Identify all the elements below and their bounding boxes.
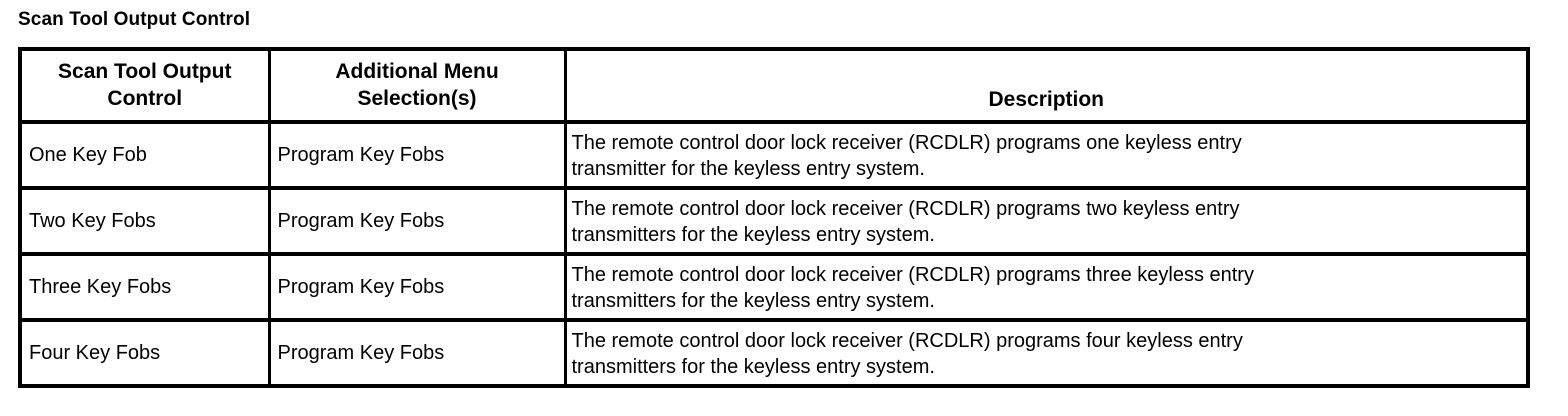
header-label-group: Scan Tool Output Control — [22, 51, 268, 120]
description-line-2: transmitter for the keyless entry system… — [571, 157, 925, 180]
description-text: The remote control door lock receiver (R… — [567, 127, 1527, 184]
control-label: Four Key Fobs — [29, 342, 161, 364]
description-line-2: transmitters for the keyless entry syste… — [571, 223, 935, 246]
table-row: Three Key Fobs Program Key Fobs The remo… — [20, 252, 1528, 322]
menu-label: Program Key Fobs — [277, 276, 445, 298]
table-row: Four Key Fobs Program Key Fobs The remot… — [20, 318, 1528, 388]
description-line-2: transmitters for the keyless entry syste… — [571, 355, 935, 378]
menu-label: Program Key Fobs — [277, 210, 445, 232]
description-text: The remote control door lock receiver (R… — [567, 193, 1527, 250]
table-header-row: Scan Tool Output Control Additional Menu… — [20, 49, 1528, 124]
cell-menu-selection: Program Key Fobs — [267, 120, 567, 190]
menu-label: Program Key Fobs — [277, 342, 445, 364]
header-line-2: Control — [107, 87, 183, 110]
description-text: The remote control door lock receiver (R… — [567, 259, 1527, 316]
table-row: Two Key Fobs Program Key Fobs The remote… — [20, 186, 1528, 256]
header-cell-description: Description — [563, 49, 1528, 124]
cell-control: One Key Fob — [20, 120, 271, 190]
cell-menu-selection: Program Key Fobs — [267, 186, 567, 256]
menu-label: Program Key Fobs — [277, 144, 445, 166]
table-row: One Key Fob Program Key Fobs The remote … — [20, 120, 1528, 190]
description-line-1: The remote control door lock receiver (R… — [571, 263, 1254, 286]
description-text: The remote control door lock receiver (R… — [567, 325, 1527, 382]
description-line-1: The remote control door lock receiver (R… — [571, 329, 1243, 352]
spec-table-container: Scan Tool Output Control Additional Menu… — [18, 47, 1530, 388]
cell-description: The remote control door lock receiver (R… — [563, 186, 1528, 256]
header-cell-scan-tool-output-control: Scan Tool Output Control — [20, 49, 271, 124]
cell-menu-selection: Program Key Fobs — [267, 318, 567, 388]
description-line-1: The remote control door lock receiver (R… — [571, 131, 1242, 154]
cell-description: The remote control door lock receiver (R… — [563, 318, 1528, 388]
control-label: Three Key Fobs — [29, 276, 172, 298]
control-label: One Key Fob — [29, 144, 147, 166]
header-line-2: Selection(s) — [357, 87, 477, 110]
cell-control: Two Key Fobs — [20, 186, 271, 256]
scan-tool-output-control-table: Scan Tool Output Control Additional Menu… — [18, 47, 1530, 388]
header-cell-additional-menu-selections: Additional Menu Selection(s) — [267, 49, 567, 124]
description-line-1: The remote control door lock receiver (R… — [571, 197, 1240, 220]
header-label-group: Additional Menu Selection(s) — [271, 51, 564, 120]
header-line-1: Scan Tool Output — [58, 60, 232, 83]
control-label: Two Key Fobs — [29, 210, 156, 232]
description-line-2: transmitters for the keyless entry syste… — [571, 289, 935, 312]
cell-control: Three Key Fobs — [20, 252, 271, 322]
cell-description: The remote control door lock receiver (R… — [563, 252, 1528, 322]
cell-description: The remote control door lock receiver (R… — [563, 120, 1528, 190]
header-label-description: Description — [988, 88, 1105, 111]
cell-menu-selection: Program Key Fobs — [267, 252, 567, 322]
cell-control: Four Key Fobs — [20, 318, 271, 388]
table-caption: Scan Tool Output Control — [18, 9, 251, 30]
header-line-1: Additional Menu — [335, 60, 499, 83]
